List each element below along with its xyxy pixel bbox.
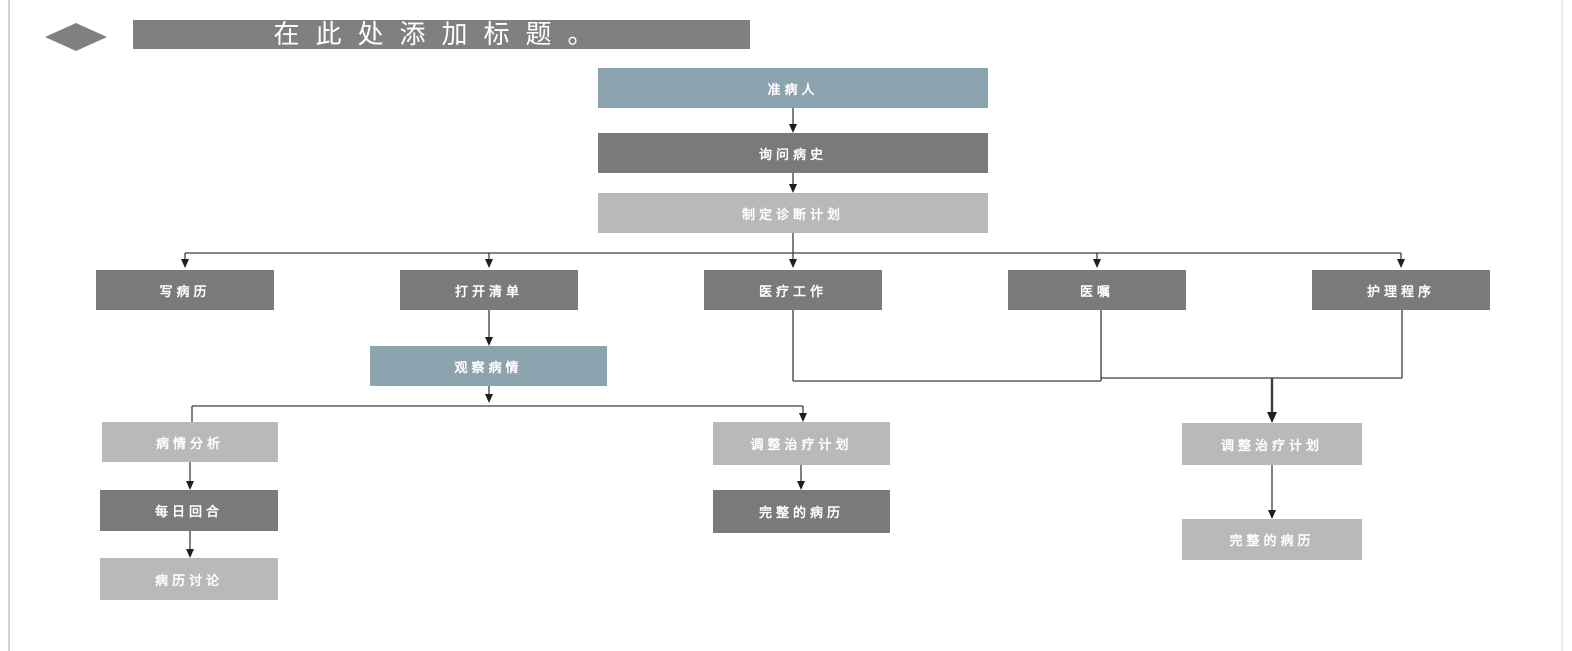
flow-node-complete-record-right[interactable]: 完整的病历 — [1182, 519, 1362, 560]
flow-node-write-record[interactable]: 写病历 — [96, 270, 274, 310]
flow-node-condition-analysis[interactable]: 病情分析 — [102, 422, 278, 462]
flow-node-complete-record-mid[interactable]: 完整的病历 — [713, 490, 890, 533]
flow-node-patient-admission[interactable]: 准病人 — [598, 68, 988, 108]
flow-node-adjust-treatment-right[interactable]: 调整治疗计划 — [1182, 423, 1362, 465]
slide-title-placeholder[interactable]: 在此处添加标题。 — [133, 20, 750, 49]
flow-node-medical-work[interactable]: 医疗工作 — [704, 270, 882, 310]
flow-node-record-discussion[interactable]: 病历讨论 — [100, 558, 278, 600]
flow-node-nursing-procedure[interactable]: 护理程序 — [1312, 270, 1490, 310]
flow-node-observe-condition[interactable]: 观察病情 — [370, 346, 607, 386]
flow-node-history-inquiry[interactable]: 询问病史 — [598, 133, 988, 173]
slide-left-border — [8, 0, 10, 651]
flow-node-diagnosis-plan[interactable]: 制定诊断计划 — [598, 193, 988, 233]
slide-right-border — [1561, 0, 1563, 651]
flow-node-open-list[interactable]: 打开清单 — [400, 270, 578, 310]
flow-node-doctor-orders[interactable]: 医嘱 — [1008, 270, 1186, 310]
flow-node-daily-round[interactable]: 每日回合 — [100, 490, 278, 531]
flow-node-adjust-treatment-mid[interactable]: 调整治疗计划 — [713, 422, 890, 465]
